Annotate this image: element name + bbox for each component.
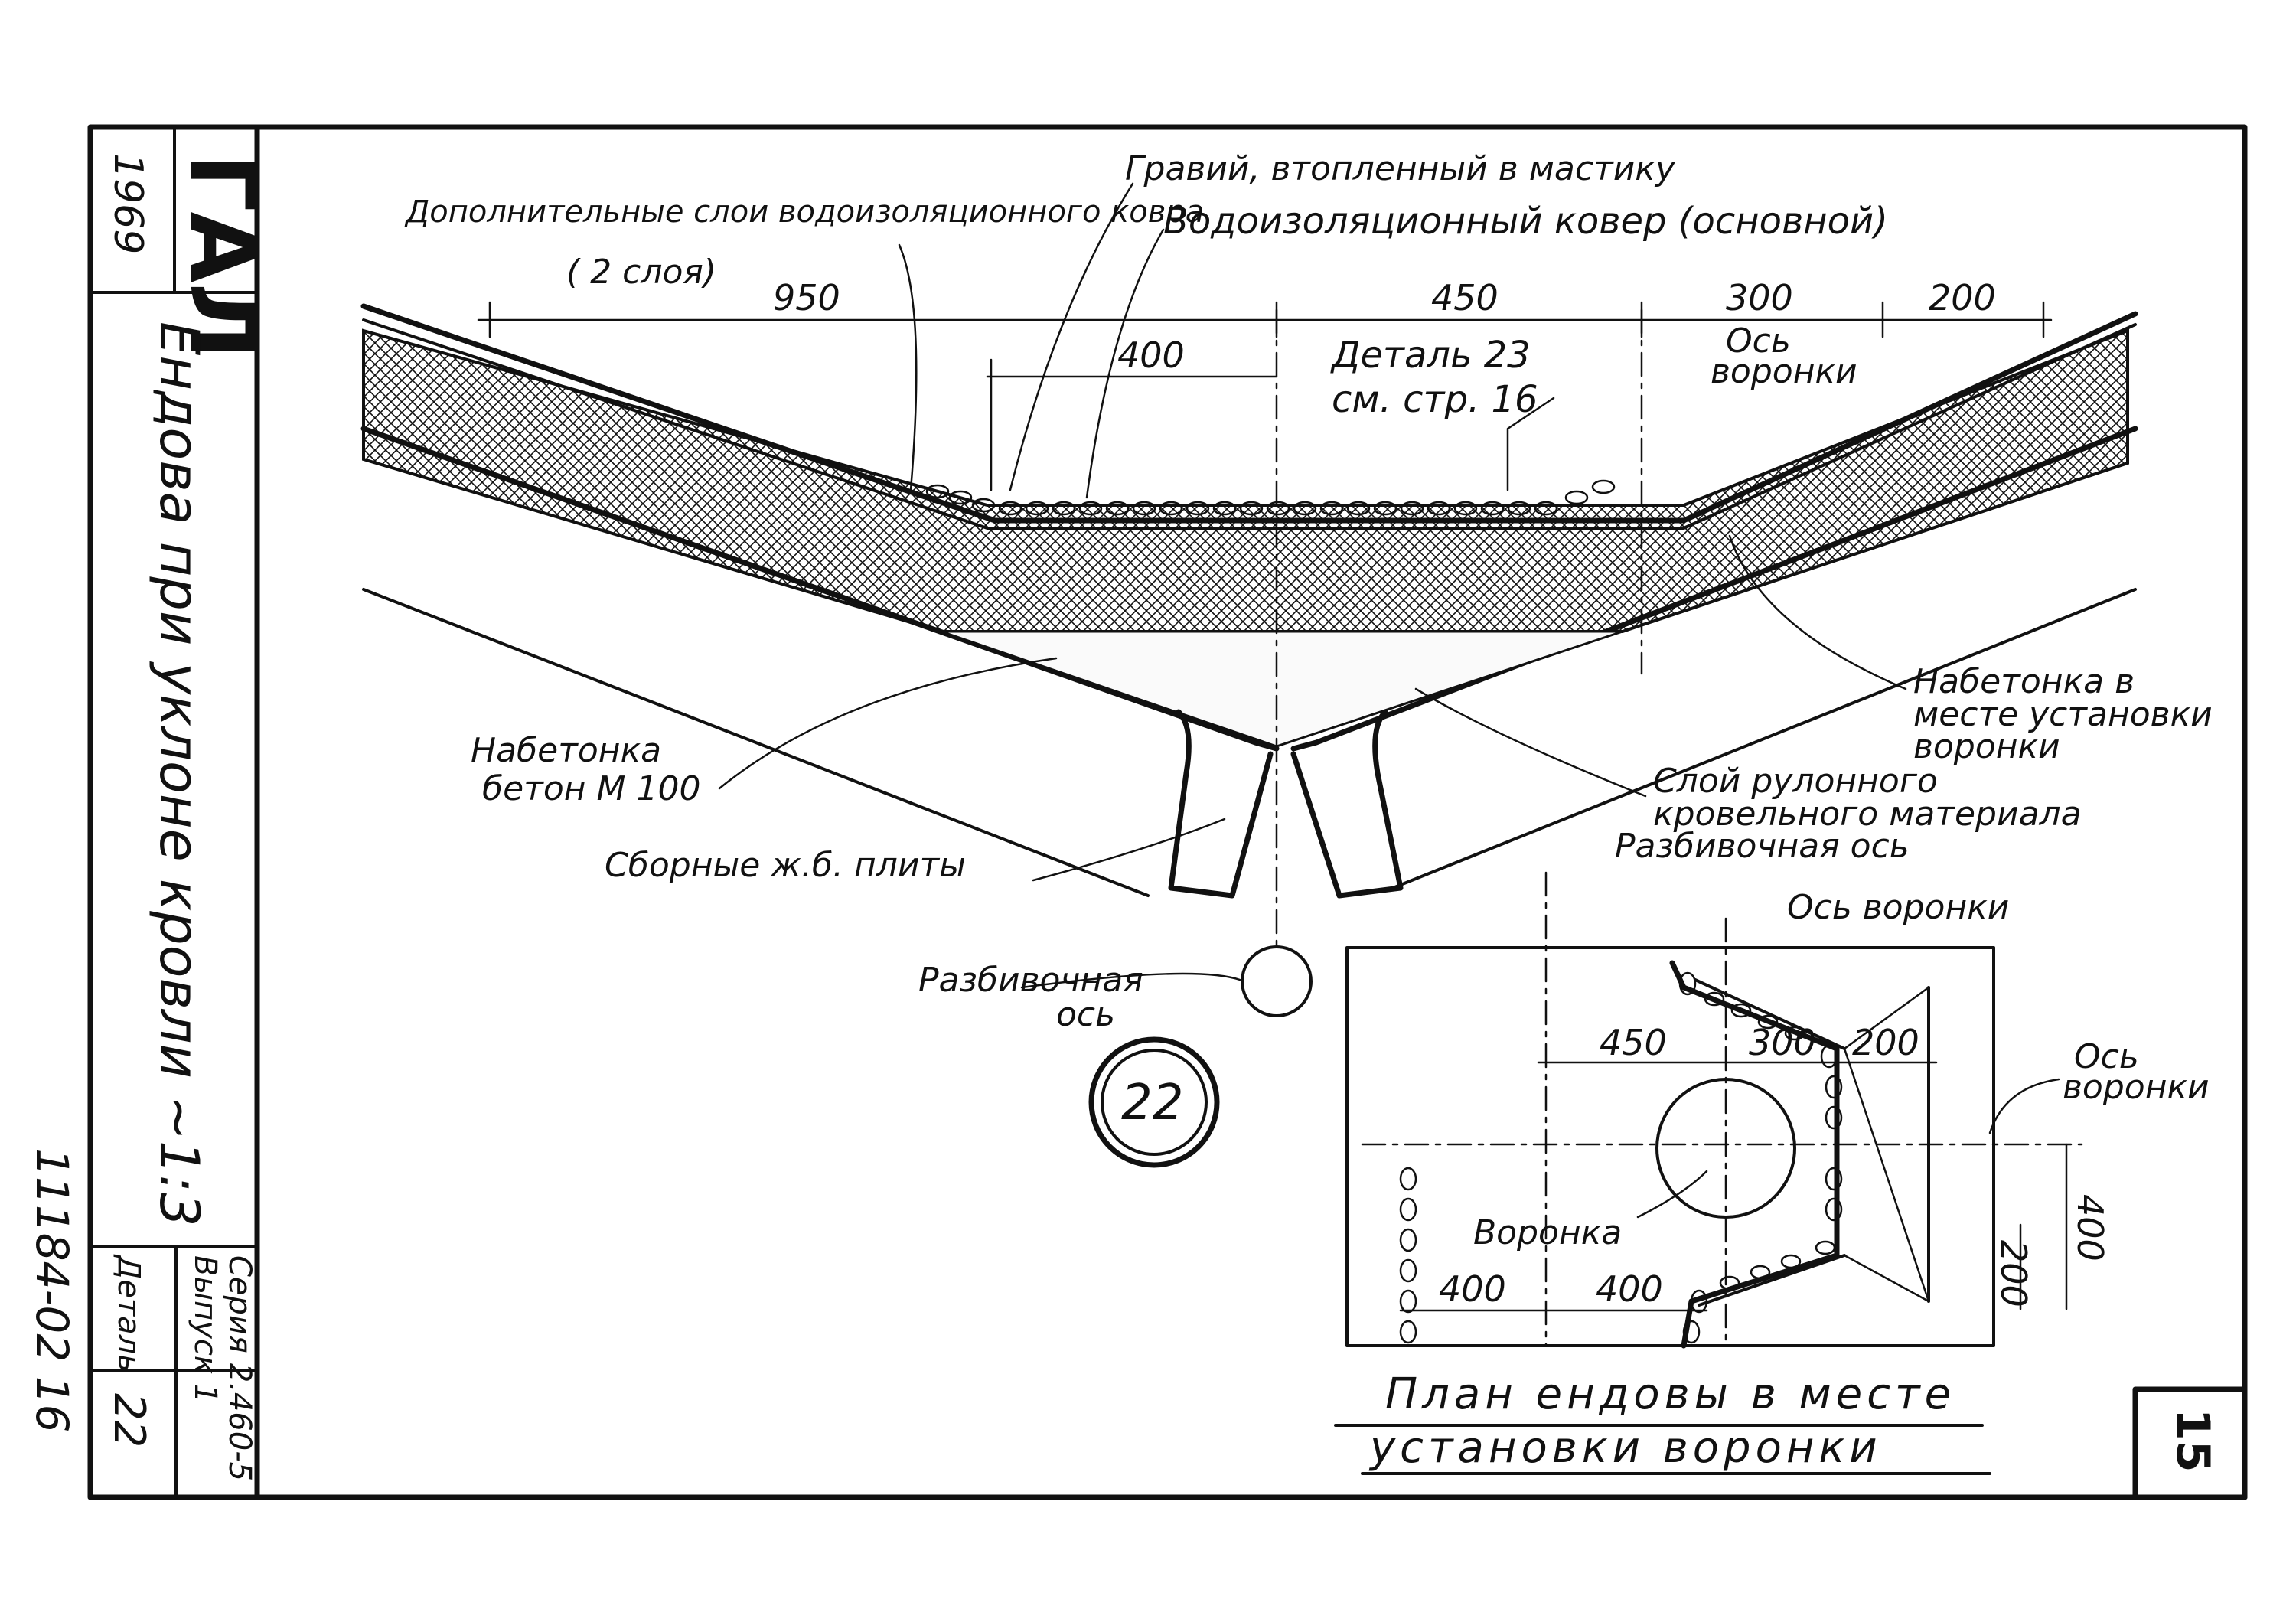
dim-450: 450: [1431, 277, 1499, 318]
stamp-detail-label: Деталь: [111, 1254, 146, 1372]
plan-axis-leader: [1988, 1078, 2060, 1134]
plan-dim-400-left: 400: [1439, 1268, 1506, 1310]
plan-view: [1345, 871, 2083, 1349]
stamp-detail-number: 22: [104, 1393, 154, 1447]
concrete-fill: [941, 630, 1623, 748]
layout-axis-circle: [1241, 945, 1313, 1017]
label-concrete-at-funnel-3: воронки: [1913, 727, 2060, 766]
slab-top-line: [360, 426, 1280, 752]
label-extra-layers-count: ( 2 слоя): [566, 253, 716, 292]
plan-label-funnel-axis-top: Ось воронки: [1787, 888, 2009, 927]
plan-dim-200: 200: [1852, 1022, 1919, 1063]
label-gravel: Гравий, втопленный в мастику: [1125, 149, 1676, 188]
label-roll-layer-1: Слой рулонного: [1653, 762, 1938, 801]
roof-top-line: [360, 303, 2138, 524]
page-number: 15: [2166, 1408, 2219, 1473]
detail-marker-inner: [1101, 1049, 1208, 1156]
label-funnel-axis-1: Ось: [1726, 321, 1791, 361]
plan-title-line2: установки воронки: [1368, 1423, 1882, 1473]
stamp-year: 1969: [105, 153, 151, 254]
plan-outline: [1345, 946, 1995, 1347]
dim-300: 300: [1726, 277, 1793, 318]
funnel-right-wall: [1290, 709, 1404, 899]
plan-dim-300: 300: [1749, 1022, 1816, 1063]
plan-title-line1: План ендовы в месте: [1385, 1369, 1955, 1419]
stamp-title: Ендова при уклоне кровли ~1:3: [148, 321, 210, 1227]
plan-label-funnel: Воронка: [1473, 1213, 1622, 1252]
stamp-archive-number: 11184-02 16: [26, 1148, 78, 1432]
plan-funnel-leader: [1636, 1170, 1708, 1219]
slab-bottom-right: [1391, 588, 2137, 889]
plan-dim-450: 450: [1600, 1022, 1667, 1063]
label-layout-axis-1: Разбивочная: [918, 961, 1143, 1000]
roof-carpet-line: [362, 318, 2137, 530]
label-detail-ref-2: см. стр. 16: [1332, 378, 1538, 421]
label-concrete-at-funnel-2: месте установки: [1913, 695, 2213, 734]
funnel-left-wall: [1168, 709, 1274, 899]
plan-diagonal-3: [1843, 1254, 1930, 1303]
plan-gutter-edge: [1694, 978, 1846, 1050]
label-slabs: Сборные ж.б. плиты: [605, 846, 966, 885]
valley-section: [360, 301, 2138, 1168]
stamp-series: Серия 2.460-5: [222, 1255, 257, 1481]
plan-diagonal-1: [1843, 986, 1930, 1050]
dim-950: 950: [773, 277, 840, 318]
plan-label-funnel-axis-right-1: Ось: [2074, 1037, 2139, 1076]
detail-marker-outer: [1088, 1036, 1220, 1168]
plan-diagonal-2: [1843, 1047, 1930, 1303]
stamp-issue: Выпуск 1: [188, 1255, 223, 1403]
plan-dim-400-right: 400: [2069, 1194, 2111, 1261]
plan-label-funnel-axis-right-2: воронки: [2063, 1068, 2210, 1107]
insulation-layer: [362, 328, 2129, 633]
sheet-frame: [87, 124, 2248, 1500]
dim-200: 200: [1929, 277, 1996, 318]
label-funnel-axis-2: воронки: [1711, 352, 1857, 391]
label-detail-ref-1: Деталь 23: [1330, 334, 1531, 377]
detail-marker-number: 22: [1121, 1075, 1183, 1131]
plan-dim-400-mid: 400: [1596, 1268, 1663, 1310]
label-concrete-fill-2: бетон М 100: [482, 769, 700, 808]
label-main-carpet: Водоизоляционный ковер (основной): [1163, 200, 1888, 243]
plan-gutter-top: [1669, 960, 1840, 1349]
plan-label-layout-axis: Разбивочная ось: [1615, 827, 1910, 866]
label-extra-layers: Дополнительные слои водоизоляционного ко…: [404, 194, 1204, 230]
plan-dim-200-right: 200: [1993, 1240, 2034, 1307]
gravel: [925, 479, 1616, 516]
label-layout-axis-2: ось: [1056, 995, 1115, 1034]
plan-gravel: [1399, 971, 1843, 1344]
page-number-box: [2132, 1386, 2248, 1500]
dim-400: 400: [1117, 335, 1185, 376]
stamp-logo: ГАЛ: [169, 153, 276, 359]
slab-bottom-left: [362, 588, 1150, 897]
slab-top-line-right: [1290, 426, 2138, 752]
label-roll-layer-2: кровельного материала: [1653, 795, 2082, 834]
label-concrete-fill-1: Набетонка: [471, 731, 661, 770]
leader-lines: [718, 182, 1907, 989]
plan-gutter-edge-2: [1698, 1254, 1846, 1307]
label-concrete-at-funnel-1: Набетонка в: [1913, 662, 2135, 701]
